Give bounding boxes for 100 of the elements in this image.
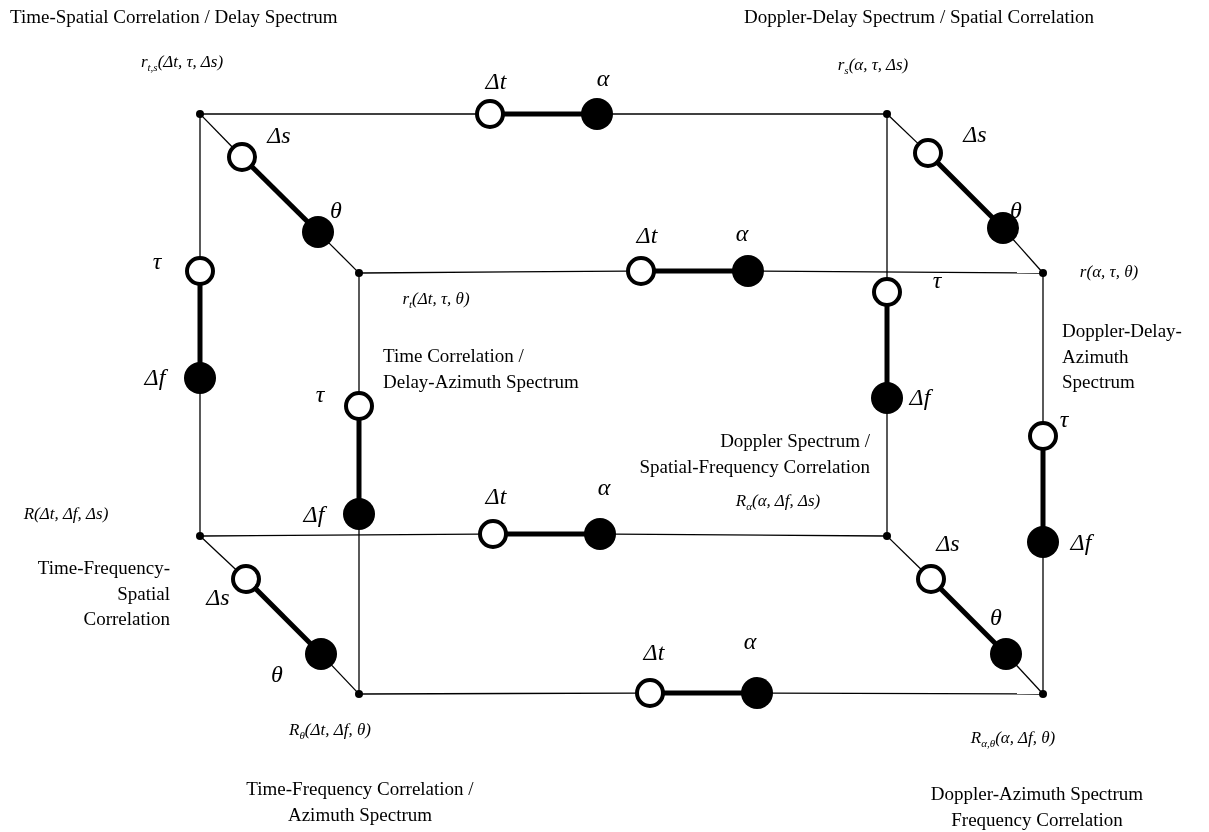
corner-dot — [355, 690, 363, 698]
connector-line — [1015, 664, 1042, 693]
connector-line — [358, 275, 360, 393]
filled-circle — [302, 216, 334, 248]
open-circle — [916, 564, 946, 594]
corner-dot — [355, 269, 363, 277]
filled-circle — [871, 382, 903, 414]
corner-dot — [883, 110, 891, 118]
filled-circle — [732, 255, 764, 287]
thick-connector — [356, 420, 362, 499]
thick-connector — [1040, 450, 1046, 527]
corner-dot — [1039, 269, 1047, 277]
connector-line — [762, 270, 1041, 274]
variable-label: Δf — [909, 383, 931, 411]
function-label: r$_{s}$(α, τ, Δs) — [837, 54, 909, 78]
connector-line — [886, 412, 888, 534]
filled-circle — [584, 518, 616, 550]
connector-line — [888, 537, 922, 570]
thick-connector — [254, 587, 313, 646]
open-circle — [872, 277, 902, 307]
connector-line — [202, 533, 480, 537]
variable-label: Δt — [636, 221, 658, 249]
description-label: Doppler Spectrum / Spatial-Frequency Correlation — [638, 429, 870, 479]
connector-line — [361, 270, 628, 274]
connector-line — [1042, 556, 1044, 692]
filled-circle — [305, 638, 337, 670]
filled-circle — [990, 638, 1022, 670]
variable-label: Δt — [485, 67, 507, 95]
connector-line — [1012, 238, 1042, 272]
variable-label: θ — [330, 196, 342, 224]
function-label: R$_{θ}$(Δt, Δf, θ) — [289, 719, 371, 743]
variable-label: α — [597, 473, 611, 501]
variable-label: Δf — [1070, 528, 1092, 556]
description-label: Time-Spatial Correlation / Delay Spectrum — [10, 5, 339, 29]
corner-dot — [196, 110, 204, 118]
connector-line — [199, 392, 201, 534]
open-circle — [231, 564, 261, 594]
description-label: Doppler-Delay-Azimuth Spectrum — [1062, 319, 1183, 395]
function-label: R(Δt, Δf, Δs) — [23, 503, 109, 525]
variable-label: τ — [315, 380, 325, 408]
description-label: Doppler-Delay Spectrum / Spatial Correlation — [744, 5, 1095, 29]
open-circle — [913, 138, 943, 168]
thick-connector — [939, 587, 998, 646]
open-circle — [626, 256, 656, 286]
filled-circle — [581, 98, 613, 130]
variable-label: α — [743, 627, 757, 655]
connector-line — [614, 533, 885, 537]
filled-circle — [741, 677, 773, 709]
connector-line — [330, 664, 358, 693]
variable-label: θ — [271, 660, 283, 688]
variable-label: α — [735, 219, 749, 247]
variable-label: τ — [1059, 405, 1069, 433]
variable-label: θ — [1010, 196, 1022, 224]
variable-label: Δt — [643, 638, 665, 666]
open-circle — [475, 99, 505, 129]
open-circle — [1028, 421, 1058, 451]
description-label: Doppler-Azimuth Spectrum Frequency Correlation — [929, 782, 1145, 832]
open-circle — [344, 391, 374, 421]
thick-connector — [655, 268, 733, 274]
thick-connector — [936, 161, 995, 220]
connector-line — [202, 113, 477, 115]
connector-line — [886, 116, 888, 279]
description-label: Time Correlation / Delay-Azimuth Spectrum — [383, 344, 580, 394]
filled-circle — [343, 498, 375, 530]
thick-connector — [250, 165, 310, 224]
connector-line — [201, 115, 233, 148]
variable-label: θ — [990, 603, 1002, 631]
function-label: r(α, τ, θ) — [1079, 261, 1139, 283]
open-circle — [478, 519, 508, 549]
corner-dot — [1039, 690, 1047, 698]
connector-line — [327, 241, 358, 272]
corner-dot — [883, 532, 891, 540]
thick-connector — [884, 306, 890, 383]
variable-label: τ — [932, 266, 942, 294]
variable-label: Δf — [144, 363, 166, 391]
open-circle — [227, 142, 257, 172]
variable-label: α — [596, 64, 610, 92]
connector-line — [888, 115, 919, 144]
connector-line — [611, 113, 885, 115]
variable-label: τ — [152, 247, 162, 275]
variable-label: Δs — [963, 120, 987, 148]
filled-circle — [184, 362, 216, 394]
connector-line — [771, 692, 1041, 695]
filled-circle — [1027, 526, 1059, 558]
open-circle — [635, 678, 665, 708]
connector-line — [361, 692, 637, 695]
thick-connector — [507, 531, 585, 537]
thick-connector — [664, 690, 742, 696]
variable-label: Δs — [206, 583, 230, 611]
open-circle — [185, 256, 215, 286]
corner-dot — [196, 532, 204, 540]
function-label: r$_{t,s}$(Δt, τ, Δs) — [140, 51, 224, 75]
variable-label: Δt — [485, 482, 507, 510]
thick-connector — [197, 285, 203, 363]
connector-line — [199, 116, 201, 258]
function-label: r$_{t}$(Δt, τ, θ) — [402, 288, 470, 312]
function-label: R$_{α,θ}$(α, Δf, θ) — [970, 727, 1056, 751]
connector-line — [358, 528, 360, 692]
connector-line — [1042, 275, 1044, 423]
variable-label: Δs — [267, 121, 291, 149]
